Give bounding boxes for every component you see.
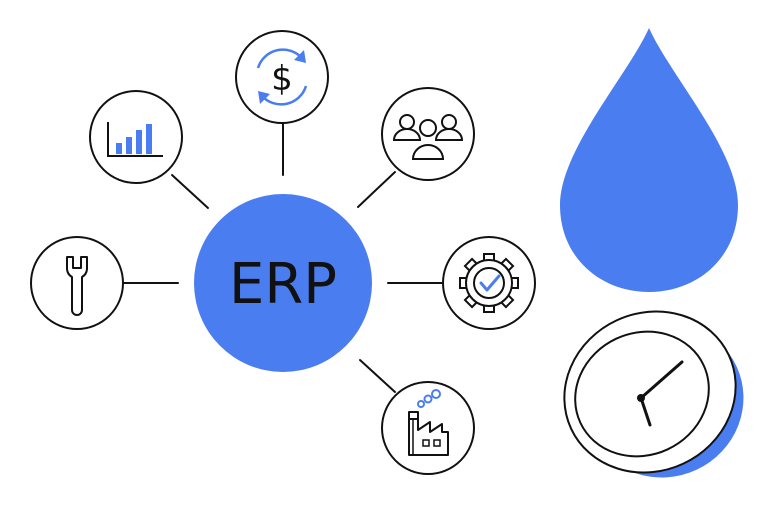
clock-icon <box>563 310 744 478</box>
connectors <box>122 123 444 393</box>
bar-chart-icon <box>107 122 163 157</box>
svg-text:$: $ <box>271 59 293 99</box>
node-analytics[interactable] <box>89 90 183 184</box>
node-team[interactable] <box>381 87 475 181</box>
wrench-icon <box>66 256 88 316</box>
clock-hour-hand <box>639 396 652 427</box>
node-maintenance[interactable] <box>30 236 124 330</box>
clock-minute-hand <box>639 360 684 400</box>
dollar-cycle-icon: $ <box>256 48 308 106</box>
connector-manufacturing <box>359 359 396 393</box>
gear-check-icon <box>459 253 519 313</box>
people-group-icon <box>392 114 464 160</box>
erp-hub[interactable]: ERP <box>194 194 372 372</box>
erp-hub-circle <box>194 194 372 372</box>
erp-hub-label: ERP <box>229 252 337 317</box>
water-drop-icon <box>560 28 738 292</box>
node-manufacturing[interactable] <box>381 381 475 475</box>
node-finance[interactable]: $ <box>235 30 329 124</box>
factory-icon <box>408 389 449 456</box>
node-process-settings[interactable] <box>442 236 536 330</box>
node-finance-circle <box>235 30 329 124</box>
connector-team <box>357 171 396 208</box>
connector-analytics <box>171 174 209 209</box>
